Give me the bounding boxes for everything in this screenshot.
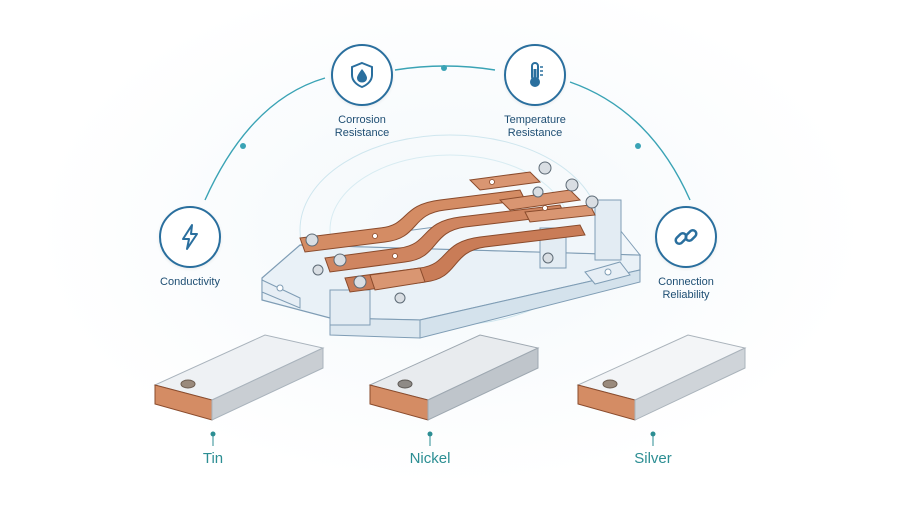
plating-label-nickel: Nickel — [409, 450, 451, 467]
arc-dot-right — [635, 143, 641, 149]
plating-bar-nickel-illustration — [368, 334, 540, 421]
feature-conductivity: Conductivity — [140, 206, 240, 289]
reliability-circle — [655, 206, 717, 268]
conductivity-label: Conductivity — [160, 276, 220, 288]
arc-dot-top — [441, 65, 447, 71]
plating-bar-tin-illustration — [153, 334, 325, 421]
thermometer-icon — [530, 62, 543, 87]
arc-dot-left — [240, 143, 246, 149]
plating-label-silver: Silver — [634, 450, 672, 467]
conductivity-circle — [159, 206, 221, 268]
arc-right — [569, 81, 691, 201]
plating-label-tin: Tin — [202, 450, 224, 467]
shield-droplet-icon — [351, 61, 373, 89]
chain-link-icon — [674, 228, 698, 246]
plating-bar-silver-illustration — [576, 334, 747, 421]
temperature-circle — [504, 44, 566, 106]
arc-left — [204, 77, 326, 201]
lightning-bolt-icon — [182, 224, 198, 250]
busbar-assembly-illustration — [261, 161, 642, 339]
corrosion-circle — [331, 44, 393, 106]
